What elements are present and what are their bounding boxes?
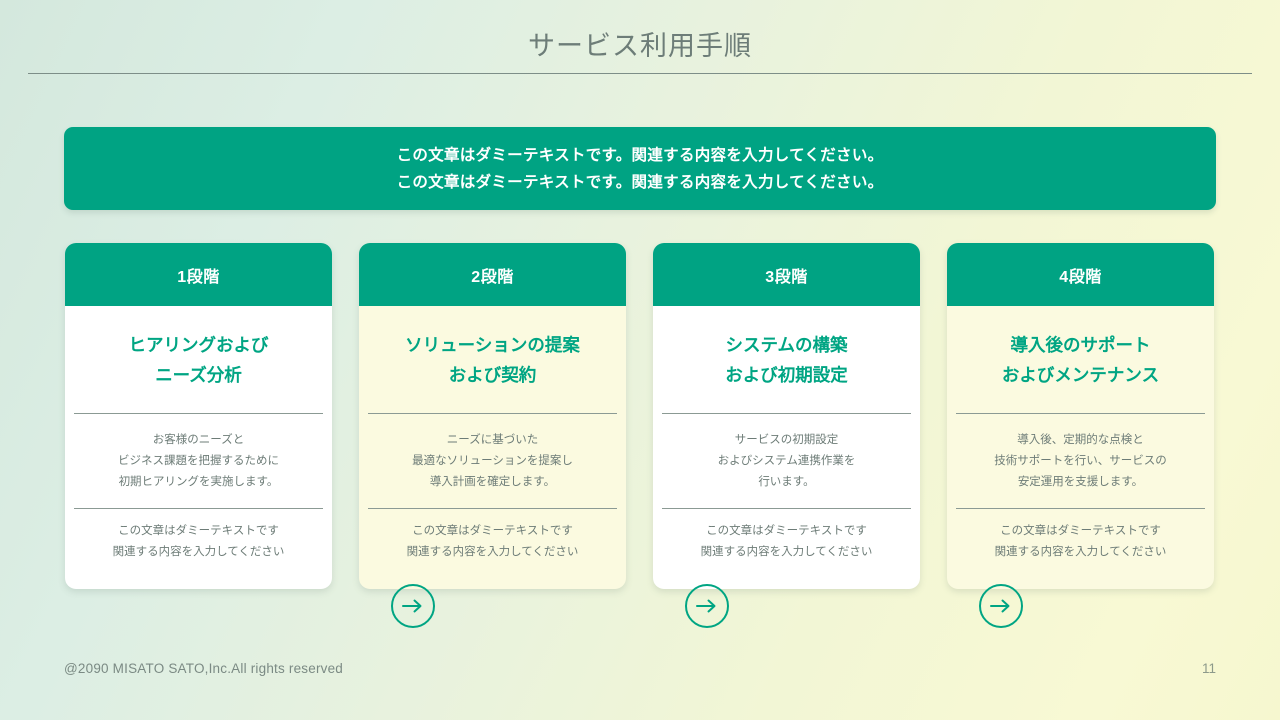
step-card-3-divider-top bbox=[662, 413, 911, 414]
step-card-1-desc-line-1: お客様のニーズと bbox=[152, 433, 245, 446]
step-card-3-title: システムの構築 および初期設定 bbox=[653, 306, 920, 413]
step-card-4-divider-bottom bbox=[956, 508, 1205, 509]
step-card-3[interactable]: 3段階 システムの構築 および初期設定 サービスの初期設定 およびシステム連携作… bbox=[653, 243, 920, 589]
step-card-1-note-line-1: この文章はダミーテキストです bbox=[118, 525, 279, 537]
step-card-3-step-label: 3段階 bbox=[653, 243, 920, 306]
step-card-4-title-line-1: 導入後のサポート bbox=[1010, 334, 1151, 355]
step-card-3-desc-line-3: 行います。 bbox=[758, 475, 815, 488]
step-card-1-divider-top bbox=[74, 413, 323, 414]
step-card-2-description: ニーズに基づいた 最適なソリューションを提案し 導入計画を確定します。 bbox=[359, 414, 626, 508]
arrow-right-circle-icon bbox=[979, 584, 1023, 628]
step-card-1[interactable]: 1段階 ヒアリングおよび ニーズ分析 お客様のニーズと ビジネス課題を把握するた… bbox=[65, 243, 332, 589]
step-card-2-desc-line-2: 最適なソリューションを提案し bbox=[412, 454, 573, 467]
step-card-3-note-line-1: この文章はダミーテキストです bbox=[706, 525, 867, 537]
step-card-4[interactable]: 4段階 導入後のサポート およびメンテナンス 導入後、定期的な点検と 技術サポー… bbox=[947, 243, 1214, 589]
step-card-3-title-line-2: および初期設定 bbox=[725, 364, 848, 385]
step-card-4-desc-line-1: 導入後、定期的な点検と bbox=[1017, 433, 1144, 446]
step-card-2-desc-line-1: ニーズに基づいた bbox=[446, 433, 539, 446]
step-card-4-note-line-1: この文章はダミーテキストです bbox=[1000, 525, 1161, 537]
arrow-right-circle-icon bbox=[391, 584, 435, 628]
step-card-4-title: 導入後のサポート およびメンテナンス bbox=[947, 306, 1214, 413]
step-card-3-title-line-1: システムの構築 bbox=[725, 334, 848, 355]
step-card-1-note: この文章はダミーテキストです 関連する内容を入力してください bbox=[65, 509, 332, 589]
step-card-3-note: この文章はダミーテキストです 関連する内容を入力してください bbox=[653, 509, 920, 589]
step-card-4-divider-top bbox=[956, 413, 1205, 414]
step-card-2-desc-line-3: 導入計画を確定します。 bbox=[429, 475, 556, 488]
step-card-4-desc-line-3: 安定運用を支援します。 bbox=[1017, 475, 1144, 488]
step-card-3-divider-bottom bbox=[662, 508, 911, 509]
footer-copyright: @2090 MISATO SATO,Inc.All rights reserve… bbox=[64, 661, 344, 676]
steps-container: 1段階 ヒアリングおよび ニーズ分析 お客様のニーズと ビジネス課題を把握するた… bbox=[65, 243, 1215, 628]
step-card-4-step-label: 4段階 bbox=[947, 243, 1214, 306]
step-card-3-desc-line-2: およびシステム連携作業を bbox=[717, 454, 856, 467]
step-card-4-desc-line-2: 技術サポートを行い、サービスの bbox=[994, 454, 1167, 467]
step-card-1-title-line-1: ヒアリングおよび bbox=[128, 334, 269, 355]
step-card-1-desc-line-2: ビジネス課題を把握するために bbox=[118, 454, 279, 467]
step-card-3-description: サービスの初期設定 およびシステム連携作業を 行います。 bbox=[653, 414, 920, 508]
step-card-4-description: 導入後、定期的な点検と 技術サポートを行い、サービスの 安定運用を支援します。 bbox=[947, 414, 1214, 508]
step-card-2-step-label: 2段階 bbox=[359, 243, 626, 306]
step-card-1-divider-bottom bbox=[74, 508, 323, 509]
step-card-3-note-line-2: 関連する内容を入力してください bbox=[700, 546, 873, 558]
step-card-1-title: ヒアリングおよび ニーズ分析 bbox=[65, 306, 332, 413]
step-card-3-desc-line-1: サービスの初期設定 bbox=[734, 433, 839, 446]
step-card-2-divider-bottom bbox=[368, 508, 617, 509]
step-card-1-note-line-2: 関連する内容を入力してください bbox=[112, 546, 285, 558]
step-card-2-note-line-1: この文章はダミーテキストです bbox=[412, 525, 573, 537]
step-card-2-title: ソリューションの提案 および契約 bbox=[359, 306, 626, 413]
step-card-4-note-line-2: 関連する内容を入力してください bbox=[994, 546, 1167, 558]
summary-banner-line-2: この文章はダミーテキストです。関連する内容を入力してください。 bbox=[396, 173, 884, 191]
footer-page-number: 11 bbox=[1201, 661, 1216, 676]
arrow-right-circle-icon bbox=[685, 584, 729, 628]
step-card-2-note-line-2: 関連する内容を入力してください bbox=[406, 546, 579, 558]
step-card-2-divider-top bbox=[368, 413, 617, 414]
step-card-1-desc-line-3: 初期ヒアリングを実施します。 bbox=[118, 475, 279, 488]
step-card-2-note: この文章はダミーテキストです 関連する内容を入力してください bbox=[359, 509, 626, 589]
page-title: サービス利用手順 bbox=[528, 31, 752, 61]
step-card-4-title-line-2: およびメンテナンス bbox=[1001, 364, 1160, 385]
summary-banner: この文章はダミーテキストです。関連する内容を入力してください。 この文章はダミー… bbox=[64, 127, 1216, 210]
summary-banner-line-1: この文章はダミーテキストです。関連する内容を入力してください。 bbox=[396, 146, 884, 164]
step-card-2-title-line-1: ソリューションの提案 bbox=[405, 334, 580, 355]
step-card-1-step-label: 1段階 bbox=[65, 243, 332, 306]
step-card-4-note: この文章はダミーテキストです 関連する内容を入力してください bbox=[947, 509, 1214, 589]
step-card-1-title-line-2: ニーズ分析 bbox=[155, 364, 242, 385]
step-card-2[interactable]: 2段階 ソリューションの提案 および契約 ニーズに基づいた 最適なソリューション… bbox=[359, 243, 626, 589]
step-card-1-description: お客様のニーズと ビジネス課題を把握するために 初期ヒアリングを実施します。 bbox=[65, 414, 332, 508]
title-divider bbox=[28, 73, 1252, 74]
step-card-2-title-line-2: および契約 bbox=[448, 364, 537, 385]
